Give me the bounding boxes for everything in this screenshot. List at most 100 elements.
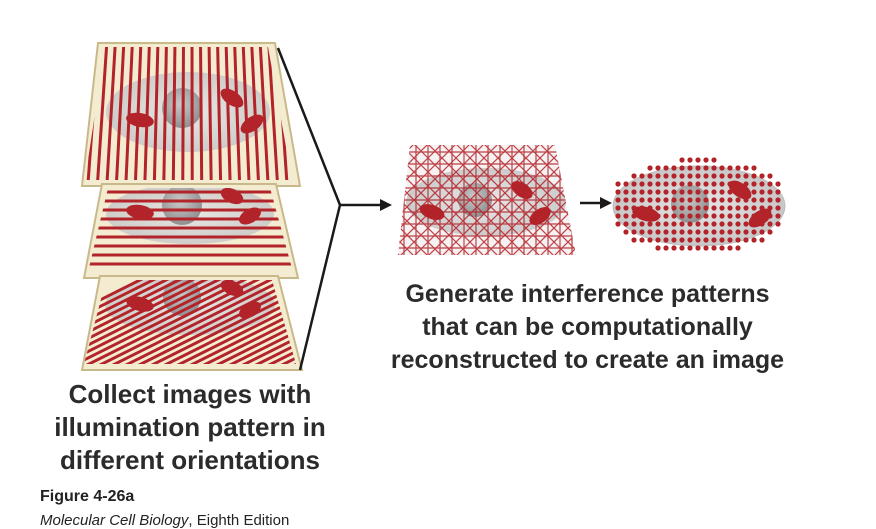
dot	[671, 197, 676, 202]
dot	[743, 229, 748, 234]
dot	[711, 237, 716, 242]
dot	[703, 237, 708, 242]
dot	[679, 173, 684, 178]
dot	[663, 189, 668, 194]
dot	[759, 221, 764, 226]
dot	[687, 181, 692, 186]
reconstructed-image	[613, 157, 785, 250]
dot	[735, 197, 740, 202]
dot	[759, 229, 764, 234]
dot	[743, 213, 748, 218]
dot	[663, 181, 668, 186]
dot	[767, 173, 772, 178]
dot	[615, 221, 620, 226]
left-caption: Collect images with illumination pattern…	[20, 378, 360, 477]
dot	[663, 237, 668, 242]
dot	[671, 213, 676, 218]
dot	[727, 245, 732, 250]
dot	[719, 181, 724, 186]
dot	[631, 237, 636, 242]
dot	[735, 181, 740, 186]
dot	[759, 205, 764, 210]
dot	[735, 173, 740, 178]
dot	[727, 221, 732, 226]
dot	[631, 189, 636, 194]
dot	[663, 213, 668, 218]
dot	[743, 189, 748, 194]
dot	[679, 213, 684, 218]
dot	[703, 229, 708, 234]
dot	[647, 173, 652, 178]
dot	[671, 245, 676, 250]
dot	[655, 181, 660, 186]
dot	[671, 189, 676, 194]
dot	[671, 173, 676, 178]
dot	[751, 221, 756, 226]
dot	[759, 237, 764, 242]
dot	[767, 213, 772, 218]
dot	[743, 221, 748, 226]
dot	[695, 205, 700, 210]
dot	[639, 197, 644, 202]
dot	[695, 157, 700, 162]
dot	[695, 197, 700, 202]
dot	[727, 181, 732, 186]
dot	[703, 189, 708, 194]
dot	[775, 181, 780, 186]
dot	[679, 245, 684, 250]
left-caption-line: illumination pattern in	[20, 411, 360, 444]
dot	[639, 237, 644, 242]
dot	[647, 221, 652, 226]
dot	[631, 205, 636, 210]
dot	[727, 229, 732, 234]
dot	[687, 173, 692, 178]
dot	[687, 245, 692, 250]
dot	[775, 221, 780, 226]
right-caption-line: Generate interference patterns	[355, 278, 820, 311]
dot	[631, 197, 636, 202]
dot	[655, 245, 660, 250]
dot	[735, 237, 740, 242]
dot	[671, 229, 676, 234]
edition: , Eighth Edition	[188, 512, 289, 529]
dot	[759, 213, 764, 218]
dot	[695, 245, 700, 250]
dot	[695, 221, 700, 226]
dot	[695, 237, 700, 242]
dot	[679, 205, 684, 210]
dot	[671, 205, 676, 210]
dot	[735, 221, 740, 226]
dot	[671, 221, 676, 226]
dot	[767, 181, 772, 186]
dot	[687, 165, 692, 170]
stripe	[183, 40, 184, 190]
dot	[623, 213, 628, 218]
dot	[727, 165, 732, 170]
dot	[703, 213, 708, 218]
dot	[623, 205, 628, 210]
dot	[695, 213, 700, 218]
dot	[759, 173, 764, 178]
dot	[711, 197, 716, 202]
dot	[719, 229, 724, 234]
arrow-head	[380, 199, 392, 211]
dot	[735, 213, 740, 218]
dot	[727, 189, 732, 194]
dot	[743, 173, 748, 178]
dot	[615, 205, 620, 210]
dot	[735, 205, 740, 210]
dot	[663, 173, 668, 178]
dot	[695, 229, 700, 234]
dot	[767, 189, 772, 194]
dot	[751, 205, 756, 210]
dot	[647, 213, 652, 218]
dot	[687, 213, 692, 218]
dot	[711, 229, 716, 234]
right-caption-line: that can be computationally	[355, 311, 820, 344]
dot	[711, 157, 716, 162]
dot	[671, 237, 676, 242]
dot	[727, 205, 732, 210]
dot	[647, 197, 652, 202]
dot	[751, 181, 756, 186]
dot	[663, 229, 668, 234]
